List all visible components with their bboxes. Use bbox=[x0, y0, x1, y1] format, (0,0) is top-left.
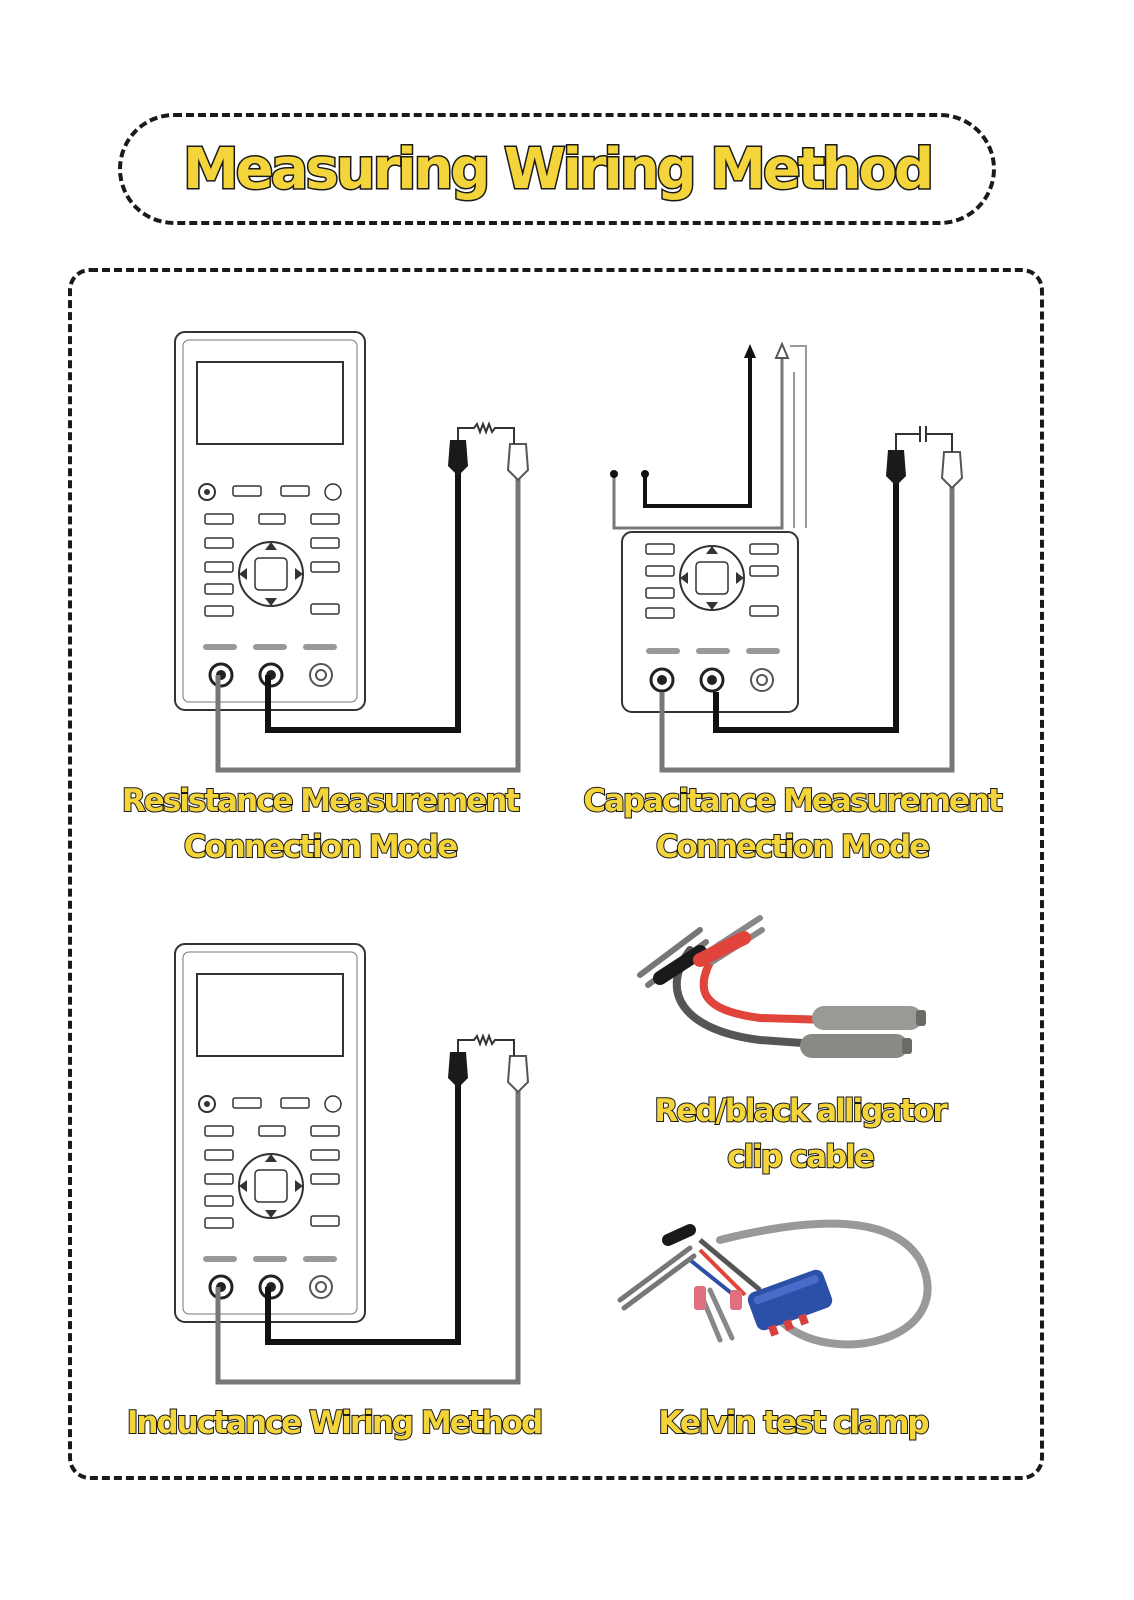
resistance-label: Resistance Measurement Connection Mode bbox=[96, 778, 544, 870]
capacitance-label: Capacitance Measurement Connection Mode bbox=[560, 778, 1024, 870]
alligator-label: Red/black alligator clip cable bbox=[620, 1088, 980, 1180]
alligator-cable-illustration bbox=[637, 915, 926, 1058]
diagram-panel bbox=[68, 268, 1044, 1480]
capacitance-label-line2: Connection Mode bbox=[655, 828, 932, 866]
title-frame: Measuring Wiring Method bbox=[118, 113, 996, 225]
kelvin-label: Kelvin test clamp bbox=[628, 1400, 958, 1446]
alligator-label-line1: Red/black alligator bbox=[653, 1092, 948, 1130]
resistance-label-line2: Connection Mode bbox=[183, 828, 460, 866]
resistance-label-line1: Resistance Measurement bbox=[121, 782, 521, 820]
resistance-diagram bbox=[173, 330, 529, 773]
page-title: Measuring Wiring Method bbox=[181, 135, 935, 203]
inductance-label: Inductance Wiring Method bbox=[96, 1400, 572, 1446]
inductor-icon bbox=[457, 1033, 515, 1056]
capacitor-icon bbox=[895, 426, 953, 452]
capacitance-label-line1: Capacitance Measurement bbox=[582, 782, 1004, 820]
inductance-label-line1: Inductance Wiring Method bbox=[126, 1404, 544, 1442]
kelvin-label-line1: Kelvin test clamp bbox=[657, 1404, 930, 1442]
alligator-label-line2: clip cable bbox=[726, 1138, 876, 1176]
kelvin-clamp-illustration bbox=[617, 1219, 932, 1349]
capacitance-diagram bbox=[610, 341, 963, 773]
inductance-diagram bbox=[173, 942, 529, 1385]
resistor-icon bbox=[457, 421, 515, 444]
